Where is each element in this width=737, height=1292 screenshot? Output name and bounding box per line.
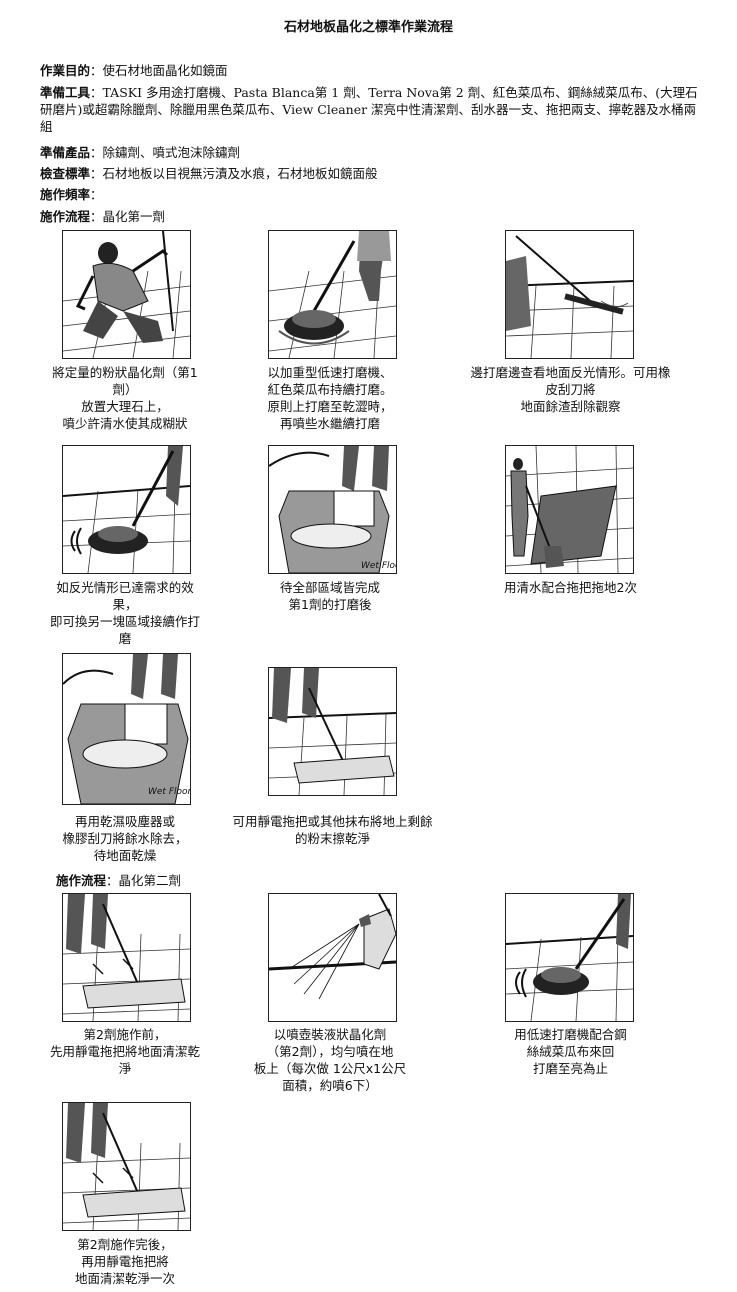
caption-line: 即可換另一塊區域接續作打 [49,614,200,629]
step-12-illustration [62,1102,191,1231]
frequency-line: 施作頻率： [40,186,700,203]
field-value: ：使石材地面晶化如鏡面 [90,63,228,78]
caption-line: 的粉末擦乾淨 [294,831,370,846]
wet-floor-bucket-icon: Wet Floor [269,446,396,573]
caption-line: 地面餘渣刮除觀察 [520,399,621,414]
field-label: 施作流程 [40,209,91,224]
caption-line: 先用靜電拖把將地面清潔乾 [49,1044,200,1059]
caption-line: 地面清潔乾淨一次 [74,1271,175,1286]
caption-line: 板上（每次做 1公尺x1公尺 [253,1061,407,1076]
floor-machine-icon [506,894,633,1021]
step-8-caption: 可用靜電拖把或其他抹布將地上剩餘 的粉末擦乾淨 [215,813,450,847]
field-label: 準備工具 [40,85,91,100]
svg-text:Wet Floor: Wet Floor [361,561,396,571]
step-2-illustration [268,230,397,359]
field-value: ：晶化第一劑 [90,209,166,224]
step-6-illustration [505,445,634,574]
caption-line: 淨 [118,1061,132,1076]
caption-line: 打磨至亮為止 [532,1061,608,1076]
process-line-2: 施作流程：晶化第二劑 [56,872,716,889]
caption-line: 第1劑的打磨後 [288,597,372,612]
dust-mop-icon [269,668,396,795]
step-7-illustration: Wet Floor [62,653,191,805]
caption-line: 再噴些水繼續打磨 [279,416,380,431]
caption-line: 第2劑施作前， [83,1027,167,1042]
field-label: 準備產品 [40,145,91,160]
step-11-illustration [505,893,634,1022]
step-8-illustration [268,667,397,796]
step-2-caption: 以加重型低速打磨機、 紅色菜瓜布持續打磨。 原則上打磨至乾澀時， 再噴些水繼續打… [235,364,425,432]
dust-mop-icon [63,1103,190,1230]
caption-line: 將定量的粉狀晶化劑（第1 [52,365,198,380]
caption-line: 用低速打磨機配合鋼 [514,1027,627,1042]
spray-bottle-icon [269,894,396,1000]
step-10-caption: 以噴壺裝液狀晶化劑 （第2劑），均勻噴在地 板上（每次做 1公尺x1公尺 面積，… [235,1026,425,1094]
caption-line: 放置大理石上， [81,399,169,414]
string-mop-icon [506,446,633,573]
step-10-illustration [268,893,397,1022]
caption-line: 可用靜電拖把或其他抹布將地上剩餘 [232,814,433,829]
field-value: ：晶化第二劑 [106,873,182,888]
caption-line: 再用乾濕吸塵器或 [74,814,175,829]
field-label: 作業目的 [40,63,91,78]
step-3-illustration [505,230,634,359]
step-4-illustration [62,445,191,574]
squeegee-icon [506,231,633,358]
field-label: 施作流程 [56,873,107,888]
purpose-line: 作業目的：使石材地面晶化如鏡面 [40,62,700,79]
standard-line: 檢查標準：石材地板以目視無污漬及水痕，石材地板如鏡面般 [40,165,700,182]
wet-vacuum-icon: Wet Floor [63,654,190,804]
caption-line: 紅色菜瓜布持續打磨。 [267,382,393,397]
field-value: ： [90,187,103,202]
caption-line: 待全部區域皆完成 [279,580,380,595]
caption-line: 橡膠刮刀將餘水除去， [62,831,188,846]
caption-line: 待地面乾燥 [93,848,157,863]
caption-line: 劑） [112,382,138,397]
caption-line: 以噴壺裝液狀晶化劑 [273,1027,387,1042]
caption-line: 果， [112,597,138,612]
caption-line: （第2劑），均勻噴在地 [266,1044,394,1059]
step-11-caption: 用低速打磨機配合鋼 絲絨菜瓜布來回 打磨至亮為止 [453,1026,688,1077]
field-value: ：除鏽劑、噴式泡沫除鏽劑 [90,145,241,160]
step-6-caption: 用清水配合拖把拖地2次 [453,579,688,596]
svg-text:Wet Floor: Wet Floor [148,787,190,797]
caption-line: 第2劑施作完後， [77,1237,173,1252]
step-5-caption: 待全部區域皆完成 第1劑的打磨後 [235,579,425,613]
field-value: ：石材地板以目視無污漬及水痕，石材地板如鏡面般 [90,166,378,181]
caption-line: 再用靜電拖把將 [81,1254,169,1269]
caption-line: 原則上打磨至乾澀時， [267,399,393,414]
step-12-caption: 第2劑施作完後， 再用靜電拖把將 地面清潔乾淨一次 [30,1236,220,1287]
dust-mop-icon [63,894,190,1021]
step-9-illustration [62,893,191,1022]
step-7-caption: 再用乾濕吸塵器或 橡膠刮刀將餘水除去， 待地面乾燥 [30,813,220,864]
step-9-caption: 第2劑施作前， 先用靜電拖把將地面清潔乾 淨 [30,1026,220,1077]
products-line: 準備產品：除鏽劑、噴式泡沫除鏽劑 [40,144,700,161]
caption-line: 以加重型低速打磨機、 [267,365,393,380]
polishing-machine-icon [63,446,190,573]
caption-line: 絲絨菜瓜布來回 [526,1044,615,1059]
field-label: 施作頻率 [40,187,91,202]
floor-machine-icon [269,231,396,358]
field-value: ：TASKI 多用途打磨機、Pasta Blanca第 1 劑、Terra No… [40,85,698,134]
kneeling-worker-icon [63,231,190,358]
caption-line: 邊打磨邊查看地面反光情形。可用橡 [470,365,671,380]
caption-line: 如反光情形已達需求的效 [56,580,194,595]
tools-line: 準備工具：TASKI 多用途打磨機、Pasta Blanca第 1 劑、Terr… [40,84,700,135]
caption-line: 皮刮刀將 [545,382,596,397]
step-5-illustration: Wet Floor [268,445,397,574]
step-1-caption: 將定量的粉狀晶化劑（第1 劑） 放置大理石上， 噴少許清水使其成糊狀 [30,364,220,432]
step-1-illustration [62,230,191,359]
field-label: 檢查標準 [40,166,91,181]
caption-line: 面積，約噴6下） [282,1078,378,1093]
caption-line: 噴少許清水使其成糊狀 [62,416,188,431]
step-4-caption: 如反光情形已達需求的效 果， 即可換另一塊區域接續作打 磨 [30,579,220,647]
process-line: 施作流程：晶化第一劑 [40,208,700,225]
page-title: 石材地板晶化之標準作業流程 [283,20,453,35]
caption-line: 磨 [118,631,132,646]
caption-line: 用清水配合拖把拖地2次 [504,580,637,595]
step-3-caption: 邊打磨邊查看地面反光情形。可用橡 皮刮刀將 地面餘渣刮除觀察 [453,364,688,415]
